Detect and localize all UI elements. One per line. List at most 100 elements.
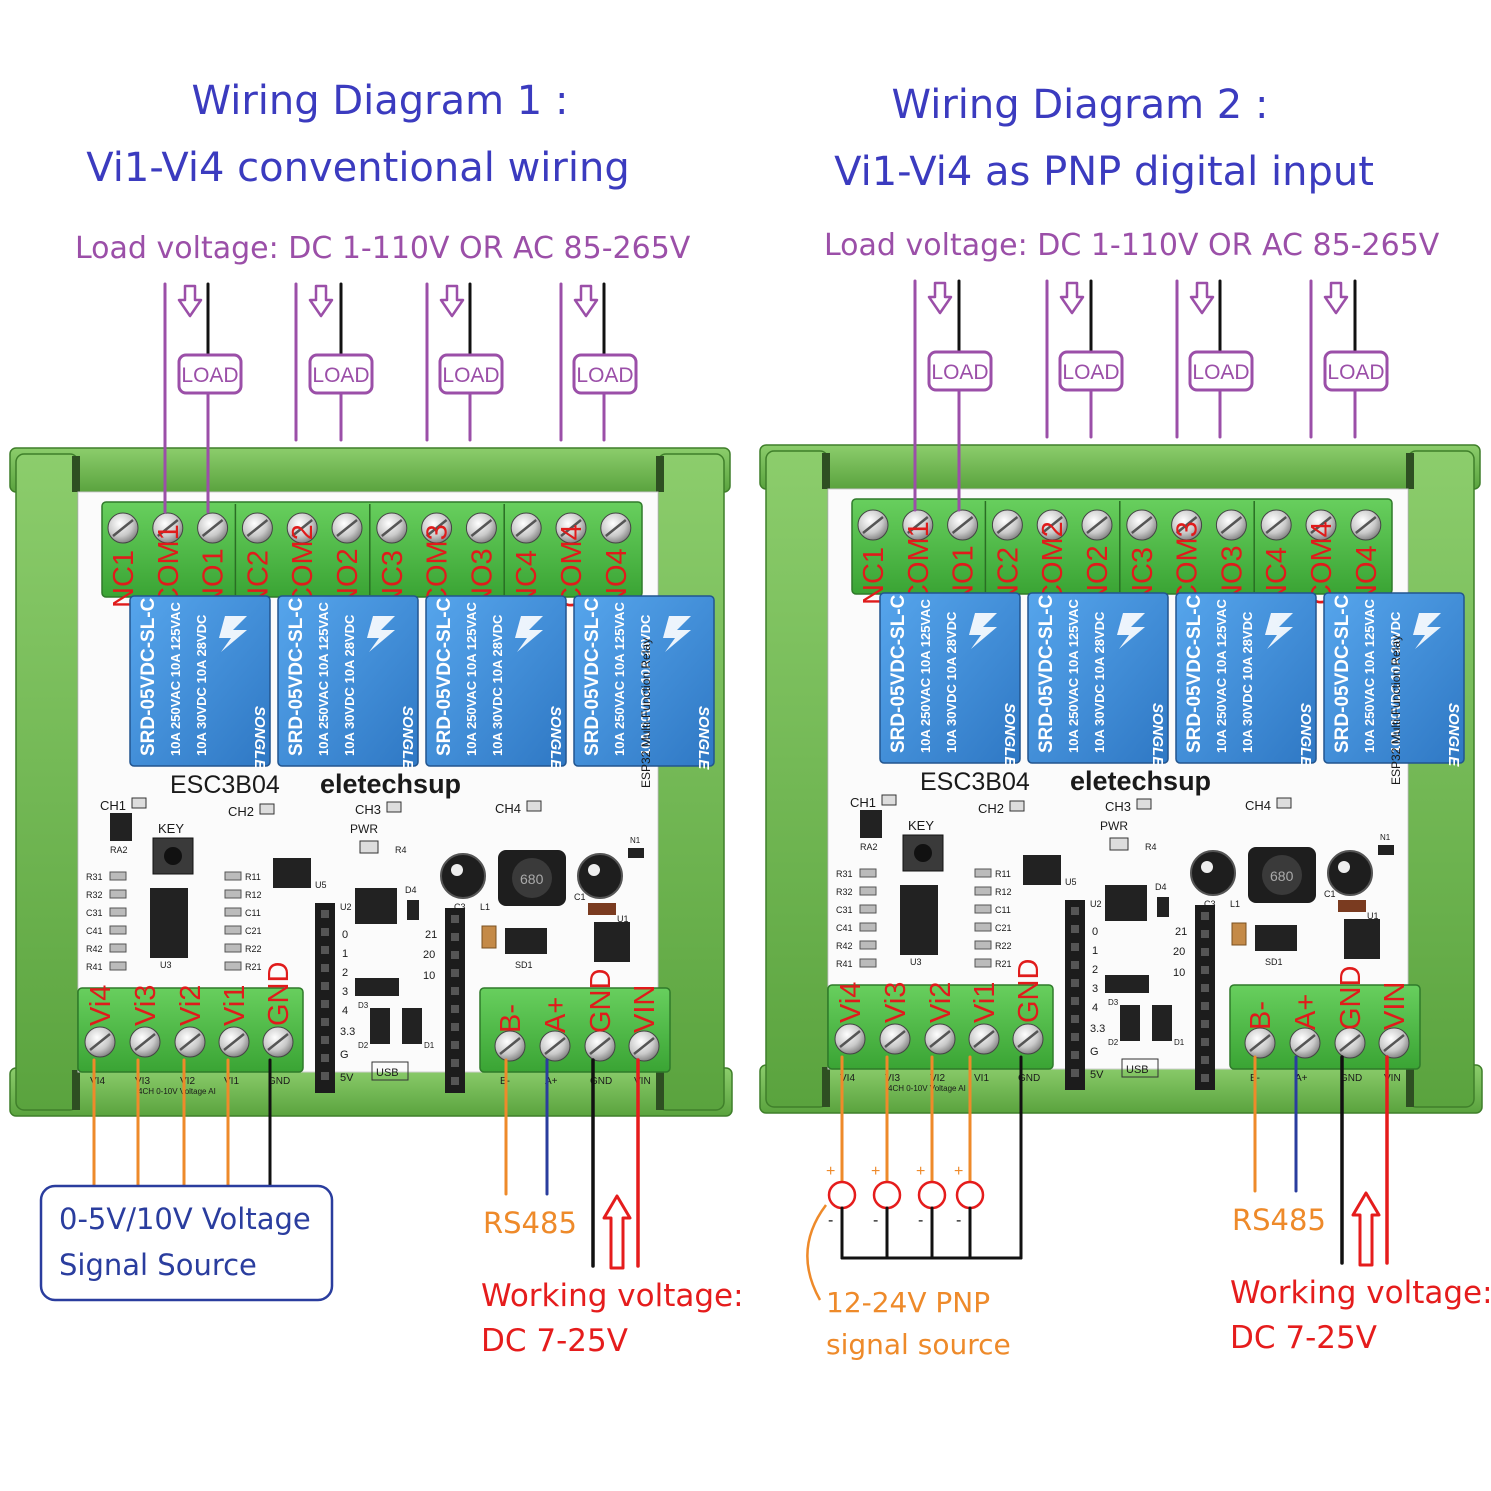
capacitor-highlight (1338, 861, 1350, 873)
led-icon (881, 794, 897, 806)
pin-icon (451, 987, 459, 995)
rail-left (765, 450, 829, 1108)
silk-label: C1 (1324, 889, 1336, 899)
relay-terminal-label: COM1 (903, 521, 935, 605)
resistor-icon (109, 871, 127, 881)
silk-label: D2 (1108, 1038, 1119, 1047)
pnp-source-icon (955, 1180, 985, 1210)
resistor-icon (974, 868, 992, 878)
u3-chip (900, 885, 938, 955)
screw-slot (112, 519, 134, 537)
d1-diode (402, 1008, 422, 1044)
relay-spec-text: SRD-05VDC-SL-C (1184, 594, 1205, 753)
d1-diode (1152, 1005, 1172, 1041)
pin-icon (1201, 966, 1209, 974)
pin-icon (1071, 943, 1079, 951)
silk-label: R22 (995, 941, 1012, 951)
songle-logo-icon (515, 616, 543, 652)
led-icon (1136, 798, 1152, 810)
pnp-source-line-1: 12-24V PNP (826, 1286, 990, 1319)
resistor-icon (974, 958, 992, 968)
input-terminal-label: Vi1 (969, 982, 1001, 1023)
load-label: LOAD (931, 361, 988, 384)
pin-icon (1071, 961, 1079, 969)
pin-number-label: 20 (423, 949, 435, 961)
screw-slot (267, 1033, 289, 1051)
silk-label: RA2 (860, 842, 878, 852)
diagram-1-working-voltage-line-2: DC 7-25V (481, 1323, 628, 1359)
diagram-1-load-voltage: Load voltage: DC 1-110V OR AC 85-265V (75, 231, 691, 266)
led-icon (386, 801, 402, 813)
resistor-icon (224, 907, 242, 917)
screw-slot (544, 1037, 566, 1055)
silk-label: U1 (617, 914, 629, 924)
pin-icon (451, 1005, 459, 1013)
pin-icon (321, 1000, 329, 1008)
silk-label: C21 (245, 926, 262, 936)
led-icon (259, 803, 275, 815)
pnp-source-line-2: signal source (826, 1328, 1011, 1361)
resistor-icon (974, 940, 992, 950)
silk-label: R12 (995, 887, 1012, 897)
silk-label: R32 (86, 890, 103, 900)
pin-number-label: 4 (1092, 1002, 1098, 1014)
resistor-icon (224, 889, 242, 899)
relay-terminal-label: COM4 (1306, 521, 1338, 605)
screw-slot (381, 519, 403, 537)
power-silk-label: GND (1340, 1073, 1362, 1084)
relay-spec-text: SRD-05VDC-SL-C (434, 597, 455, 756)
silk-label: C31 (836, 905, 853, 915)
rail-notch (1406, 1067, 1414, 1107)
pin-icon (451, 951, 459, 959)
pin-icon (1201, 1020, 1209, 1028)
load-box (177, 353, 243, 395)
load-label: LOAD (1192, 361, 1249, 384)
pnp-bracket (806, 1204, 827, 1301)
wiring-diagram-2: Wiring Diagram 2 : Vi1-Vi4 as PNP digita… (824, 82, 1440, 263)
screw-slot (157, 519, 179, 537)
relay-spec-text: 10A 30VDC 10A 28VDC (194, 614, 209, 756)
diode-icon (1157, 897, 1169, 917)
input-silk-label: VI4 (90, 1076, 105, 1087)
load-label: LOAD (1327, 361, 1384, 384)
power-terminal-label: B- (1245, 1001, 1277, 1030)
board-side-text: ESP32 Multi-Function Relay (639, 638, 653, 788)
screw-slot (1220, 516, 1243, 534)
screw-slot (336, 519, 358, 537)
resistor-icon (224, 871, 242, 881)
input-terminal-label: Vi3 (880, 982, 912, 1023)
silk-label: D3 (358, 1001, 369, 1010)
power-terminal-label: B- (495, 1004, 527, 1033)
silk-label: C3 (454, 902, 466, 912)
pin-number-label: 2 (342, 967, 348, 979)
d2-diode (370, 1008, 390, 1044)
pin-number-label: 3.3 (1090, 1023, 1105, 1035)
resistor-icon (109, 889, 127, 899)
input-terminal-label: Vi4 (85, 985, 117, 1026)
silk-label: R21 (245, 962, 262, 972)
screw-slot (499, 1037, 521, 1055)
power-terminal-label: GND (1335, 966, 1367, 1030)
resistor-icon (859, 940, 877, 950)
silk-label: R4 (1145, 842, 1157, 852)
pin-number-label: 20 (1173, 946, 1185, 958)
screw-slot (425, 519, 448, 537)
pin-icon (321, 1018, 329, 1026)
relay-spec-text: SRD-05VDC-SL-C (286, 597, 307, 756)
resistor-icon (859, 922, 877, 932)
load-label: LOAD (442, 364, 499, 387)
pin-icon (1071, 925, 1079, 933)
pin-number-label: 1 (1092, 945, 1098, 957)
channel-label: CH1 (100, 798, 126, 813)
pin-number-label: 5V (340, 1072, 354, 1084)
regulator-chip (1105, 885, 1147, 921)
resistor-icon (109, 925, 127, 935)
resistor-icon (109, 943, 127, 953)
screw-slot (996, 516, 1019, 534)
usb-label: USB (1126, 1064, 1149, 1076)
diagram-2-title: Wiring Diagram 2 : (892, 82, 1269, 128)
silk-label: C41 (836, 923, 853, 933)
smd-cap (588, 903, 616, 915)
